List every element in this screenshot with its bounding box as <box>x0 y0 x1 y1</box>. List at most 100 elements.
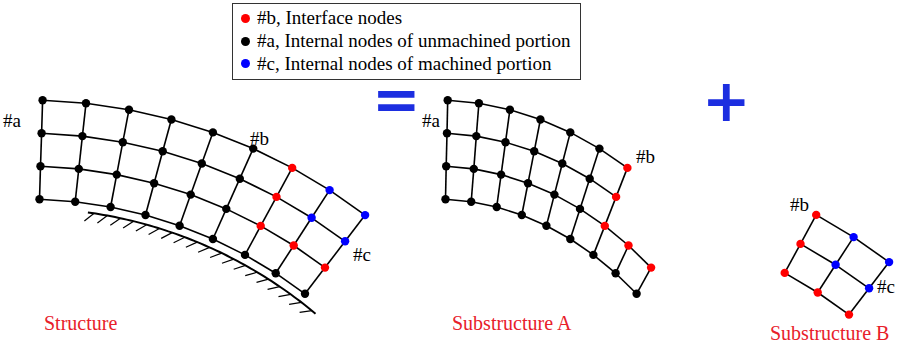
mesh-node <box>236 175 244 183</box>
mesh-line <box>447 133 476 136</box>
mesh-line <box>522 183 528 215</box>
mesh-node <box>781 269 789 277</box>
mesh-line <box>580 209 605 226</box>
mesh-line <box>82 103 86 136</box>
mesh-line <box>42 133 83 136</box>
mesh-node <box>290 241 298 249</box>
mesh-line <box>599 149 627 168</box>
mesh-node <box>321 263 329 271</box>
mesh-node <box>611 269 619 277</box>
mesh-line <box>818 265 836 293</box>
mesh-line <box>637 268 652 294</box>
support-hatch <box>161 233 172 239</box>
mesh-node <box>241 251 249 259</box>
mesh-node <box>113 170 121 178</box>
mesh-line <box>245 226 261 255</box>
mesh-line <box>146 183 155 215</box>
mesh-line <box>570 209 580 239</box>
mesh-node <box>475 99 483 107</box>
support-hatch <box>136 225 147 231</box>
mesh-line <box>554 195 580 209</box>
mesh-node <box>536 115 544 123</box>
mesh-node <box>325 186 333 194</box>
mesh-line <box>445 166 447 199</box>
mesh-node <box>209 128 217 136</box>
mesh-line <box>117 142 123 174</box>
mesh-node <box>601 222 609 230</box>
mesh-line <box>79 136 83 169</box>
mesh-line <box>312 190 330 218</box>
legend-entry: #b, Interface nodes <box>241 7 570 30</box>
mesh-node <box>595 144 603 152</box>
mesh-line <box>474 136 477 169</box>
mesh-line <box>836 265 870 289</box>
mesh-node <box>612 193 620 201</box>
mesh-line <box>801 244 836 265</box>
mesh-line <box>253 149 292 168</box>
mesh-line <box>213 239 245 255</box>
mesh-line <box>325 241 345 267</box>
mesh-line <box>240 179 277 197</box>
fixed-support <box>84 212 315 313</box>
support-hatch <box>84 213 94 221</box>
mesh-node <box>558 159 566 167</box>
mesh-node <box>497 170 505 178</box>
node-group-label: #b <box>790 194 809 216</box>
mesh-node <box>272 269 280 277</box>
mesh-node <box>444 96 452 104</box>
mesh-line <box>42 100 43 133</box>
mesh-line <box>629 246 652 268</box>
mesh-node <box>36 162 44 170</box>
legend-entry: #c, Internal nodes of machined portion <box>241 53 570 76</box>
mesh-node <box>576 205 584 213</box>
mesh-node <box>175 222 183 230</box>
legend-swatch <box>241 37 250 46</box>
mesh-node <box>501 138 509 146</box>
substructure-caption: Substructure A <box>452 312 571 335</box>
mesh-node <box>78 132 86 140</box>
mesh-line <box>506 110 510 143</box>
mesh-node <box>37 129 45 137</box>
mesh-line <box>171 120 213 133</box>
support-hatch <box>210 253 222 257</box>
mesh-node <box>307 214 315 222</box>
mesh-node <box>812 211 820 219</box>
mesh-node <box>38 96 46 104</box>
support-hatch <box>110 218 120 225</box>
mesh-line <box>245 255 276 273</box>
support-hatch <box>279 294 291 296</box>
mesh-node <box>301 290 309 298</box>
mesh-node <box>632 290 640 298</box>
mesh-node <box>150 179 158 187</box>
mesh-line <box>836 237 854 265</box>
mesh-line <box>305 268 325 294</box>
support-hatch <box>257 279 269 282</box>
mesh-line <box>616 168 627 197</box>
mesh-line <box>191 164 202 195</box>
mesh-line <box>111 175 117 207</box>
mesh-line <box>163 120 172 152</box>
mesh-line <box>40 166 41 199</box>
mesh-line <box>593 255 615 273</box>
mesh-node <box>623 164 631 172</box>
mesh-line <box>605 197 616 226</box>
mesh-line <box>40 199 76 202</box>
mesh-line <box>785 244 801 273</box>
mesh-node <box>566 128 574 136</box>
mesh-node <box>885 258 893 266</box>
mesh-line <box>497 175 501 207</box>
mesh-line <box>471 169 474 202</box>
mesh-line <box>562 132 570 163</box>
mesh-line <box>146 215 180 226</box>
mesh-line <box>213 209 226 239</box>
support-hatch <box>149 228 160 234</box>
mesh-line <box>506 142 535 151</box>
mesh-line <box>312 218 346 242</box>
mesh-line <box>276 273 305 294</box>
mesh-line <box>570 132 599 148</box>
mesh-line <box>345 215 365 241</box>
mesh-line <box>129 110 171 120</box>
mesh-node <box>187 190 195 198</box>
mesh-line <box>75 202 110 207</box>
mesh-node <box>586 175 594 183</box>
